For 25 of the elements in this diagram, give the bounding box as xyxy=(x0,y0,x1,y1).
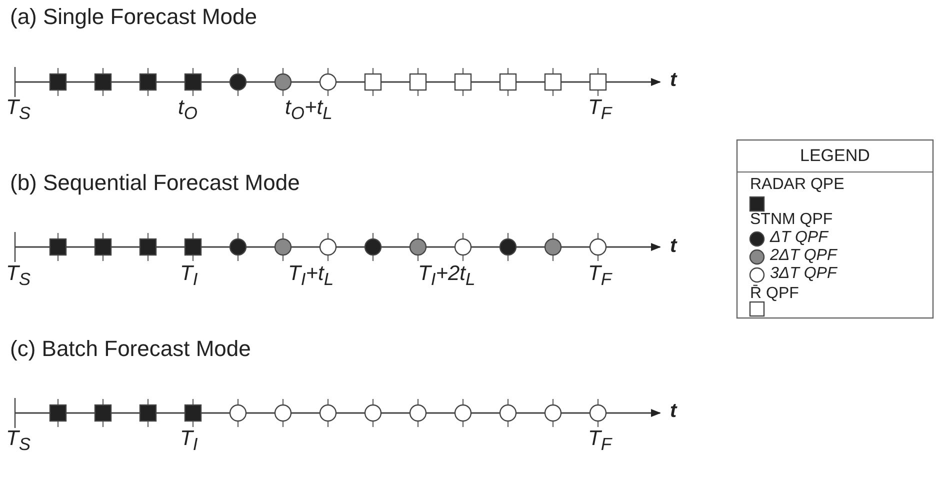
panel-title: (c) Batch Forecast Mode xyxy=(10,336,251,362)
legend-label: R̄ QPF xyxy=(750,285,799,303)
tick-label: T$_{I}$+2t$_{L}$ xyxy=(418,262,476,290)
tick-label: t$_{O}$ xyxy=(178,96,198,124)
legend-label: RADAR QPE xyxy=(750,176,844,194)
tick-label: T$_{I}$ xyxy=(180,262,198,290)
axis-label: t xyxy=(670,400,677,423)
panel-title: (a) Single Forecast Mode xyxy=(10,4,257,30)
axis-label: t xyxy=(670,235,677,258)
legend-label: STNM QPF xyxy=(750,211,833,229)
tick-label: T$_{F}$ xyxy=(588,262,612,290)
axis-label: t xyxy=(670,69,677,92)
tick-label: T$_{S}$ xyxy=(6,262,31,290)
legend-title: LEGEND xyxy=(800,146,870,166)
tick-label: T$_{F}$ xyxy=(588,96,612,124)
tick-label: T$_{I}$ xyxy=(180,427,198,456)
legend-label: ΔT QPF xyxy=(770,229,828,247)
tick-label: t$_{O}$+t$_{L}$ xyxy=(285,96,332,124)
panel-title: (b) Sequential Forecast Mode xyxy=(10,170,300,196)
tick-label: T$_{F}$ xyxy=(588,427,612,456)
tick-label: T$_{S}$ xyxy=(6,96,31,124)
tick-label: T$_{I}$+t$_{L}$ xyxy=(288,262,334,290)
tick-label: T$_{S}$ xyxy=(6,427,31,456)
legend-label: 3ΔT QPF xyxy=(770,265,837,283)
legend-label: 2ΔT QPF xyxy=(770,247,837,265)
